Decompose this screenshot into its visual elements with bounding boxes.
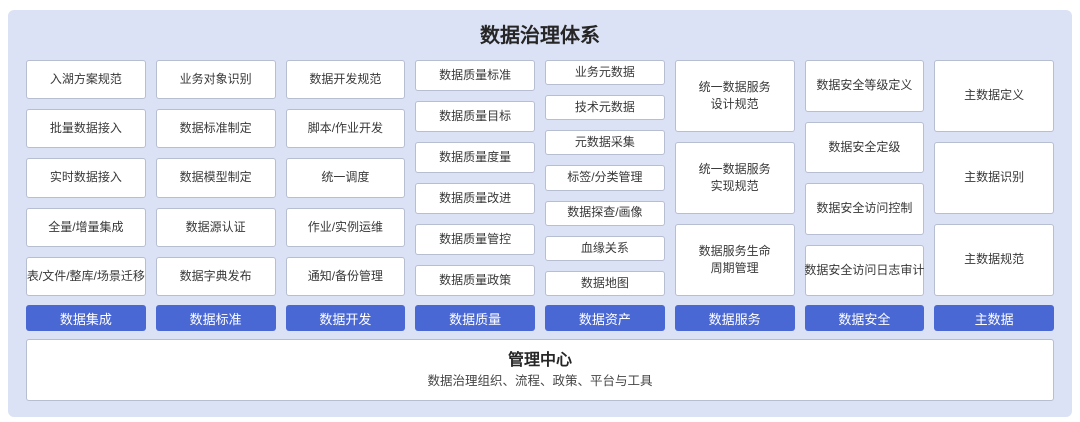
capability-list: 数据开发规范脚本/作业开发统一调度作业/实例运维通知/备份管理: [285, 60, 406, 297]
pillar-column-6: 统一数据服务 设计规范统一数据服务 实现规范数据服务生命 周期管理数据服务: [674, 60, 795, 331]
capability-box: 数据质量管控: [415, 224, 535, 255]
category-label: 主数据: [934, 305, 1054, 331]
category-label: 数据资产: [545, 305, 665, 331]
pillar-column-3: 数据开发规范脚本/作业开发统一调度作业/实例运维通知/备份管理数据开发: [285, 60, 406, 331]
capability-box: 业务元数据: [545, 60, 665, 86]
management-center-box: 管理中心 数据治理组织、流程、政策、平台与工具: [26, 339, 1054, 401]
capability-box: 数据安全访问控制: [804, 183, 925, 235]
capability-box: 数据质量改进: [415, 183, 535, 214]
category-label: 数据开发: [285, 305, 406, 331]
pillar-column-2: 业务对象识别数据标准制定数据模型制定数据源认证数据字典发布数据标准: [155, 60, 276, 331]
capability-box: 数据安全等级定义: [804, 60, 925, 112]
capability-box: 业务对象识别: [155, 60, 276, 100]
capability-box: 标签/分类管理: [545, 165, 665, 191]
capability-box: 主数据定义: [934, 60, 1054, 132]
capability-box: 数据字典发布: [155, 256, 276, 297]
category-label: 数据安全: [804, 305, 925, 331]
capability-box: 统一数据服务 设计规范: [674, 60, 795, 132]
capability-box: 数据质量政策: [415, 265, 535, 296]
category-label: 数据质量: [415, 305, 535, 331]
capability-box: 技术元数据: [545, 95, 665, 121]
capability-list: 入湖方案规范批量数据接入实时数据接入全量/增量集成表/文件/整库/场景迁移: [26, 60, 146, 297]
capability-box: 实时数据接入: [26, 158, 146, 198]
management-center-title: 管理中心: [507, 351, 572, 369]
capability-box: 数据开发规范: [285, 60, 406, 100]
capability-list: 业务元数据技术元数据元数据采集标签/分类管理数据探查/画像血缘关系数据地图: [545, 60, 665, 296]
capability-box: 数据源认证: [155, 207, 276, 247]
pillar-column-4: 数据质量标准数据质量目标数据质量度量数据质量改进数据质量管控数据质量政策数据质量: [415, 60, 535, 331]
capability-box: 作业/实例运维: [285, 207, 406, 247]
capability-box: 主数据识别: [934, 142, 1054, 214]
capability-box: 入湖方案规范: [26, 60, 146, 100]
capability-list: 数据安全等级定义数据安全定级数据安全访问控制数据安全访问日志审计: [804, 60, 925, 296]
capability-box: 元数据采集: [545, 130, 665, 156]
capability-box: 数据标准制定: [155, 109, 276, 149]
data-governance-panel: 数据治理体系 入湖方案规范批量数据接入实时数据接入全量/增量集成表/文件/整库/…: [8, 10, 1072, 417]
capability-box: 数据安全定级: [804, 121, 925, 173]
capability-box: 主数据规范: [934, 224, 1054, 296]
capability-box: 数据质量目标: [415, 101, 535, 132]
pillar-column-7: 数据安全等级定义数据安全定级数据安全访问控制数据安全访问日志审计数据安全: [804, 60, 925, 331]
category-label: 数据服务: [674, 305, 795, 331]
capability-box: 通知/备份管理: [285, 256, 406, 297]
capability-box: 批量数据接入: [26, 109, 146, 149]
capability-box: 数据服务生命 周期管理: [674, 224, 795, 296]
capability-box: 脚本/作业开发: [285, 109, 406, 149]
pillar-column-5: 业务元数据技术元数据元数据采集标签/分类管理数据探查/画像血缘关系数据地图数据资…: [545, 60, 665, 331]
capability-box: 数据安全访问日志审计: [804, 244, 924, 296]
capability-box: 统一数据服务 实现规范: [674, 142, 795, 214]
capability-list: 数据质量标准数据质量目标数据质量度量数据质量改进数据质量管控数据质量政策: [415, 60, 535, 296]
category-label: 数据标准: [155, 305, 276, 331]
page-title: 数据治理体系: [480, 25, 600, 47]
capability-list: 业务对象识别数据标准制定数据模型制定数据源认证数据字典发布: [155, 60, 276, 297]
category-label: 数据集成: [26, 305, 146, 331]
management-center-subtitle: 数据治理组织、流程、政策、平台与工具: [427, 373, 653, 388]
pillar-columns-grid: 入湖方案规范批量数据接入实时数据接入全量/增量集成表/文件/整库/场景迁移数据集…: [26, 60, 1054, 331]
capability-box: 统一调度: [285, 158, 406, 198]
capability-box: 数据模型制定: [155, 158, 276, 198]
capability-box: 数据地图: [545, 270, 665, 296]
capability-list: 统一数据服务 设计规范统一数据服务 实现规范数据服务生命 周期管理: [674, 60, 795, 296]
capability-box: 数据质量度量: [415, 142, 535, 173]
pillar-column-8: 主数据定义主数据识别主数据规范主数据: [934, 60, 1054, 331]
capability-list: 主数据定义主数据识别主数据规范: [934, 60, 1054, 296]
capability-box: 全量/增量集成: [26, 207, 146, 247]
capability-box: 数据质量标准: [415, 60, 535, 91]
pillar-column-1: 入湖方案规范批量数据接入实时数据接入全量/增量集成表/文件/整库/场景迁移数据集…: [26, 60, 146, 331]
capability-box: 血缘关系: [545, 235, 665, 261]
capability-box: 数据探查/画像: [545, 200, 665, 226]
capability-box: 表/文件/整库/场景迁移: [26, 256, 146, 297]
